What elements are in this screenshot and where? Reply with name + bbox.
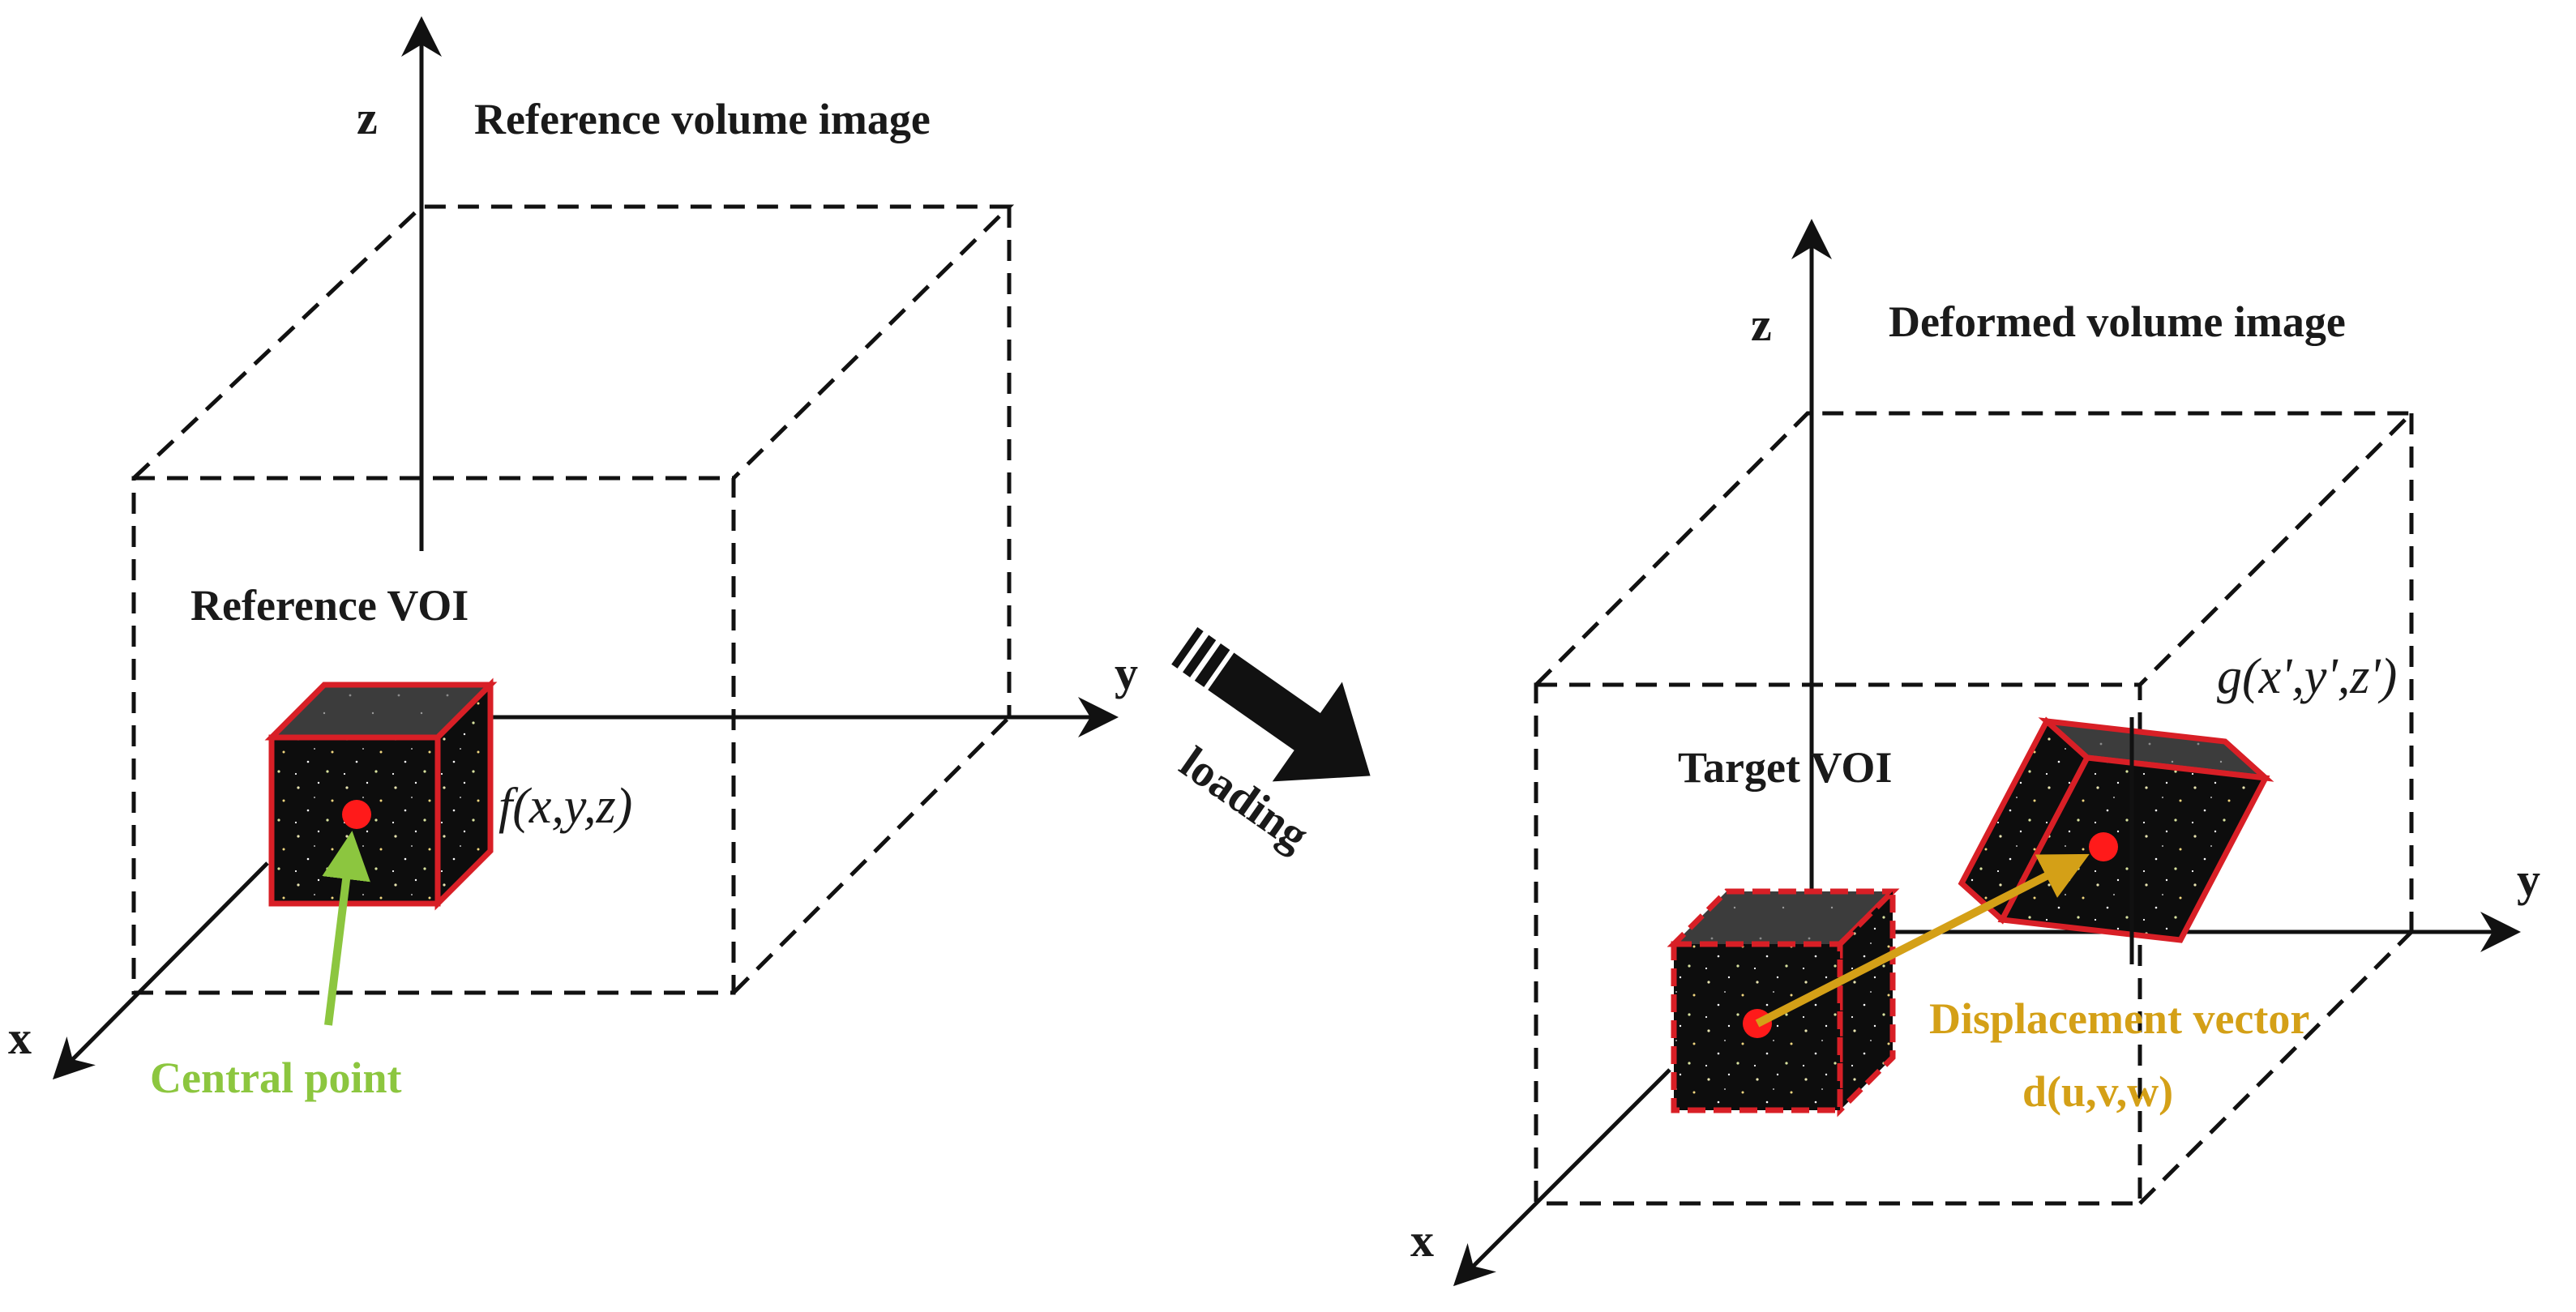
deformed-z-label: z	[1751, 298, 1772, 351]
reference-x-label: x	[8, 1011, 32, 1064]
deformed-x-axis	[1453, 1068, 1671, 1287]
deformed-volume-group: z y x Deformed volume image Target VOI g…	[1410, 219, 2540, 1287]
reference-x-axis	[52, 861, 269, 1080]
reference-volume-title: Reference volume image	[474, 95, 931, 143]
loading-arrow-group: loading	[1171, 626, 1371, 861]
deformed-x-label: x	[1410, 1214, 1434, 1267]
central-point-arrow	[322, 831, 370, 1026]
deformed-volume-title: Deformed volume image	[1889, 297, 2346, 346]
reference-voi-label: Reference VOI	[190, 581, 469, 630]
deformed-y-label: y	[2517, 853, 2540, 906]
reference-function-label: f(x,y,z)	[499, 779, 632, 834]
reference-volume-box	[131, 204, 1015, 995]
target-voi-label: Target VOI	[1678, 743, 1892, 792]
deformed-function-label: g(x',y',z')	[2217, 649, 2397, 704]
reference-center-point	[342, 800, 371, 829]
target-voi-cube	[1667, 884, 1900, 1118]
central-point-label: Central point	[150, 1053, 402, 1102]
reference-volume-group: z y x Reference volume image Reference V…	[8, 16, 1138, 1102]
reference-voi-cube	[264, 677, 498, 911]
displacement-vector-arrow	[1755, 853, 2090, 1028]
displacement-vector-formula: d(u,v,w)	[2022, 1067, 2173, 1116]
deformed-volume-box	[1534, 411, 2417, 1206]
loading-arrow-icon	[1171, 626, 1371, 782]
deformed-center-point	[2089, 832, 2118, 861]
displacement-vector-label: Displacement vector	[1929, 994, 2309, 1043]
reference-y-label: y	[1115, 647, 1138, 699]
reference-z-label: z	[357, 92, 378, 144]
